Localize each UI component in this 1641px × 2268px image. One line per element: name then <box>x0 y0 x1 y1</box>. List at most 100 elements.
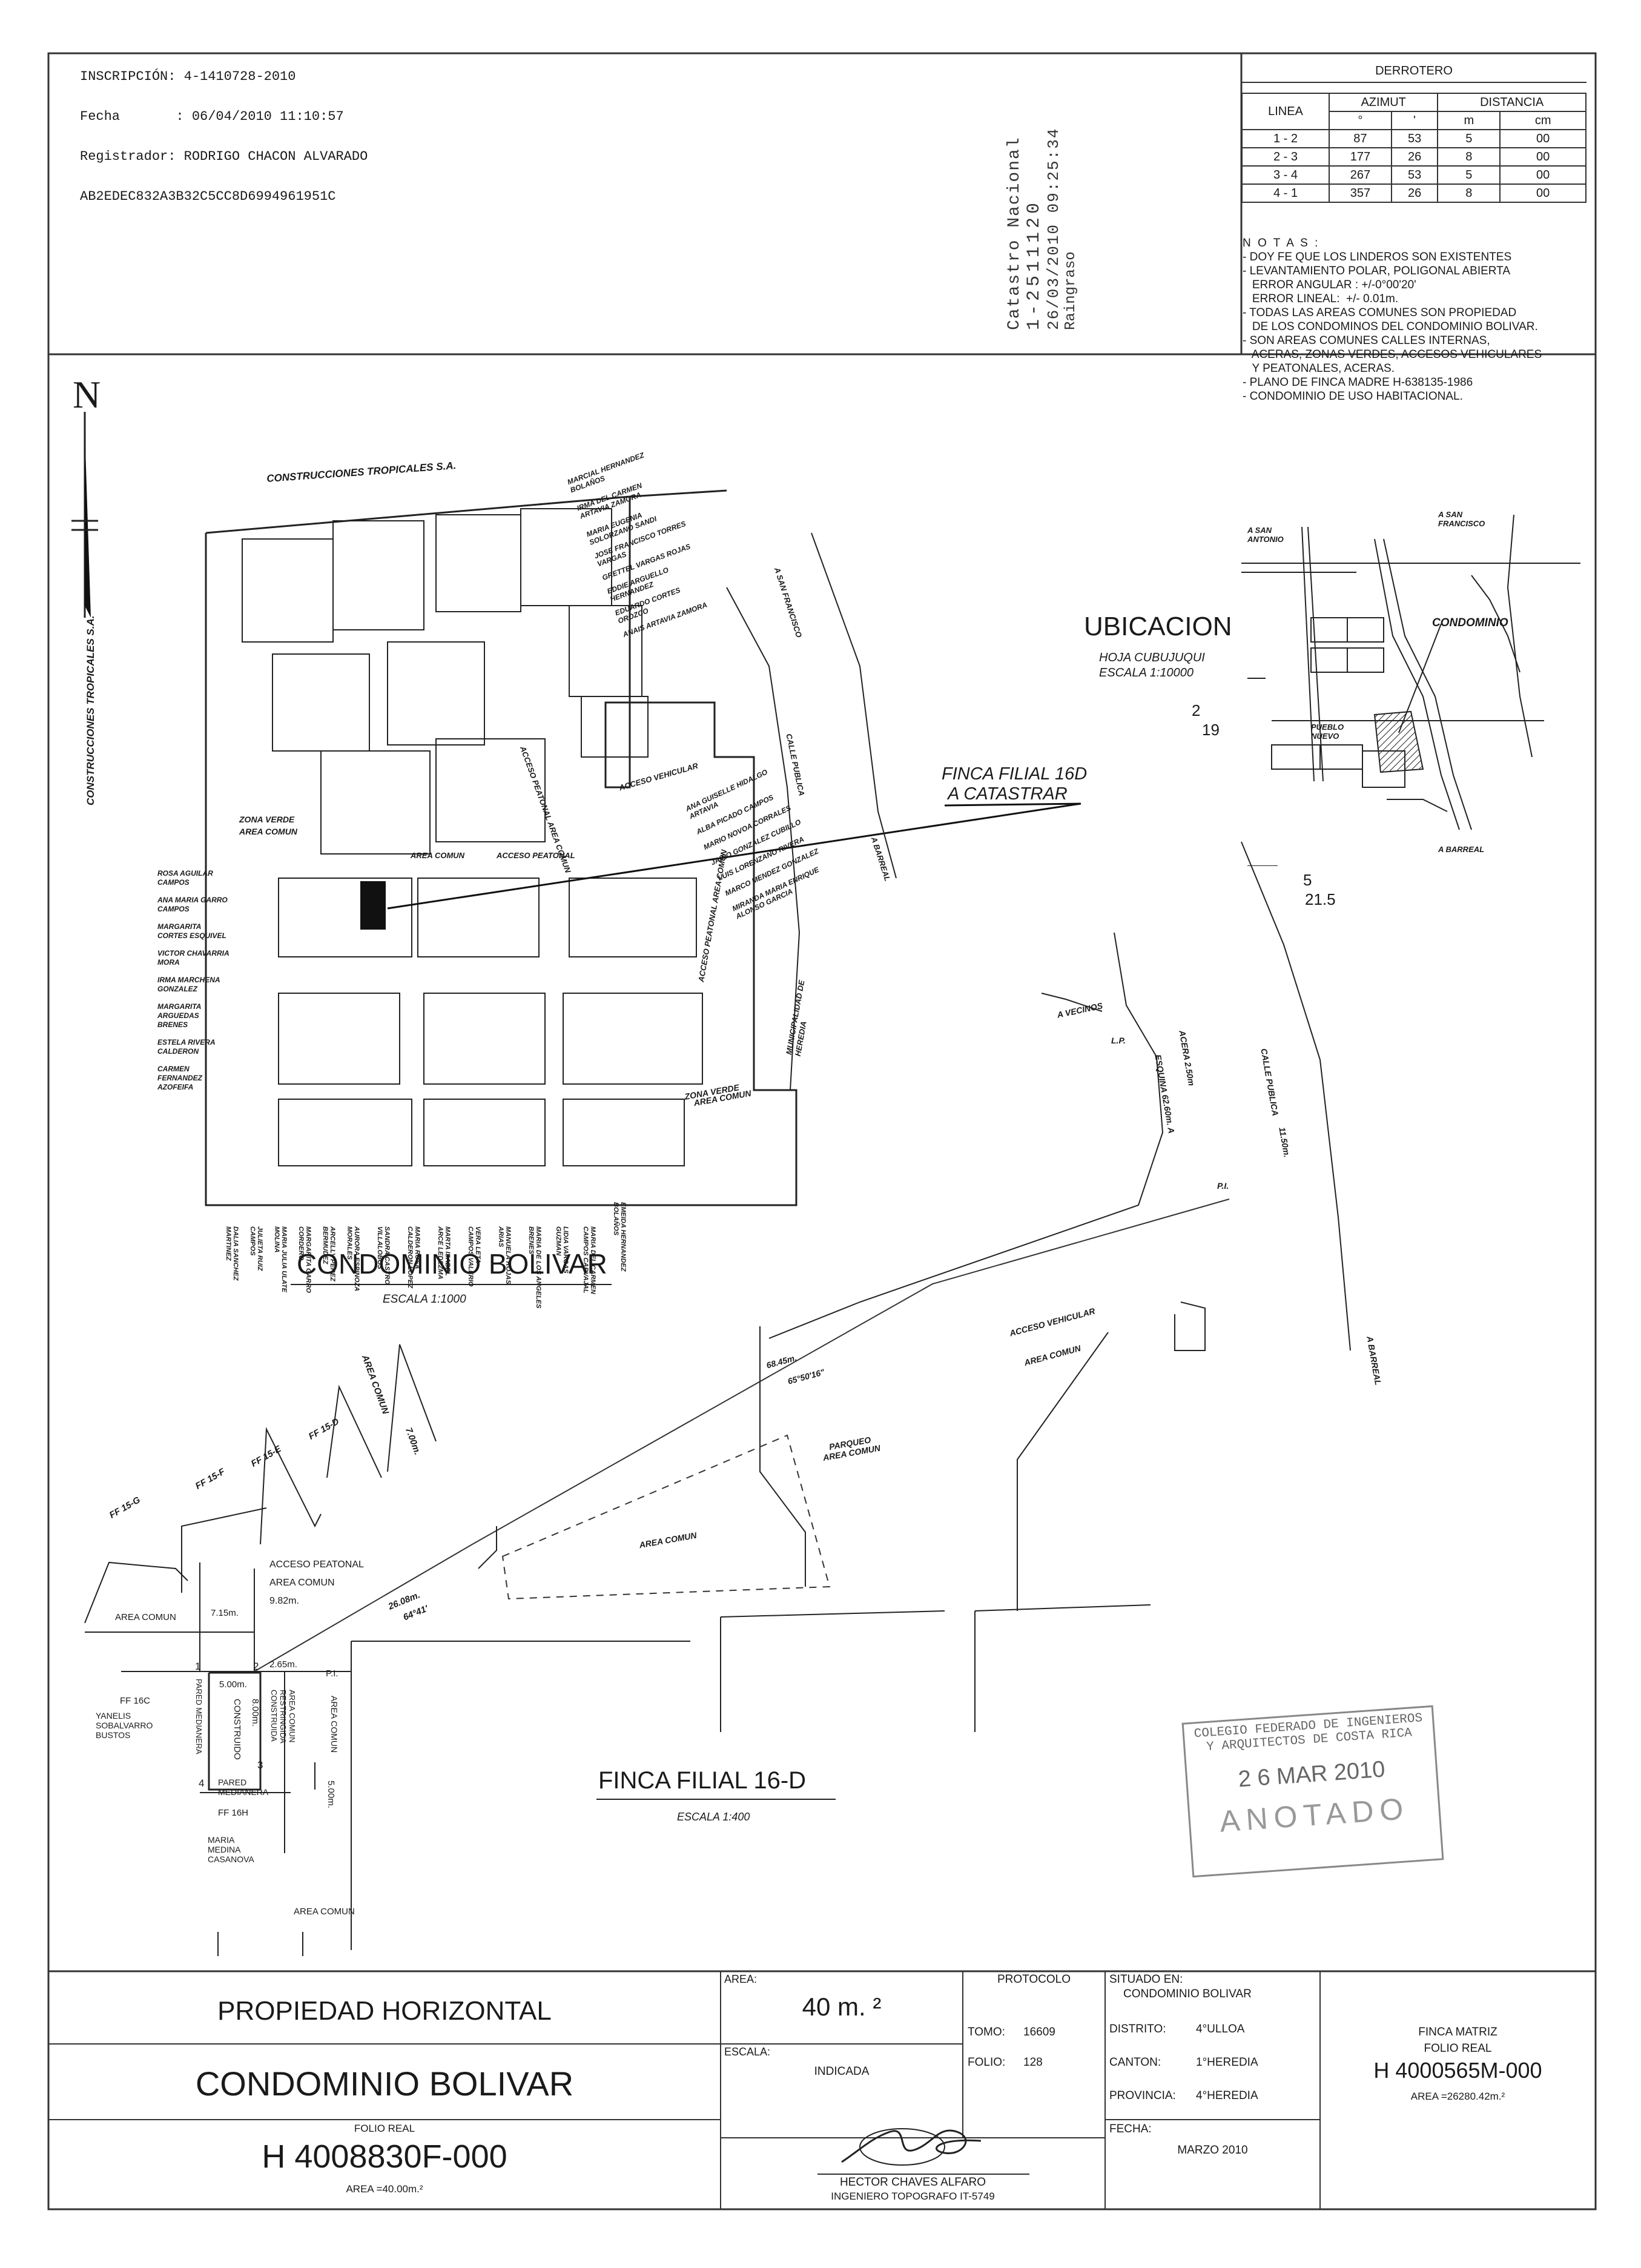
ff16h-label: FF 16H <box>218 1808 249 1818</box>
derrotero-header-linea: LINEA <box>1241 93 1330 130</box>
table-cell: 177 <box>1329 147 1392 167</box>
dist-982: 9.82m. <box>269 1596 299 1606</box>
ubicacion-san-francisco: A SAN FRANCISCO <box>1438 510 1485 528</box>
table-cell: 5 <box>1437 165 1501 185</box>
engineer-signature <box>841 2128 982 2166</box>
derrotero-table-block: DERROTERO LINEA AZIMUT DISTANCIA ° ' m c… <box>1241 61 1587 203</box>
notas-item: - TODAS LAS AREAS COMUNES SON PROPIEDAD <box>1243 306 1517 319</box>
street-lp: L.P. <box>1111 1036 1126 1045</box>
condominio-name: CONDOMINIO BOLIVAR <box>195 2065 574 2103</box>
list-item: ANA MARIA GARRO CAMPOS <box>157 896 228 913</box>
notas-item: Y PEATONALES, ACERAS. <box>1243 362 1395 375</box>
notas-item: ACERAS, ZONAS VERDES, ACCESOS VEHICULARE… <box>1243 348 1542 361</box>
distrito-label: DISTRITO: <box>1109 2023 1166 2035</box>
table-cell: 2 - 3 <box>1241 147 1330 167</box>
ubicacion-escala: ESCALA 1:10000 <box>1099 666 1194 679</box>
area-comun-label: AREA COMUN <box>411 851 465 860</box>
ubicacion-condominio: CONDOMINIO <box>1432 617 1508 629</box>
notas-item: - LEVANTAMIENTO POLAR, POLIGONAL ABIERTA <box>1243 265 1511 277</box>
finca-plan-scale: ESCALA 1:400 <box>677 1811 750 1823</box>
acceso-area-comun: AREA COMUN <box>269 1578 335 1588</box>
derrotero-sub-min: ' <box>1390 111 1439 130</box>
title-underline <box>291 1284 612 1285</box>
ubicacion-san-antonio: A SAN ANTONIO <box>1247 526 1284 544</box>
escala-value: INDICADA <box>814 2065 870 2078</box>
area-comun-bottom: AREA COMUN <box>294 1906 355 1917</box>
tomo-value: 16609 <box>1023 2026 1055 2038</box>
finca-matriz-area: AREA =26280.42m.² <box>1410 2091 1505 2102</box>
registration-inscripcion: INSCRIPCIÓN: 4-1410728-2010 <box>80 69 296 84</box>
acceso-peatonal-finca: ACCESO PEATONAL <box>269 1559 364 1570</box>
notas-block: N O T A S : - DOY FE QUE LOS LINDEROS SO… <box>1243 236 1594 403</box>
dist-500a: 5.00m. <box>219 1679 247 1690</box>
condominio-plan-title: CONDOMINIO BOLIVAR <box>297 1248 607 1280</box>
derrotero-header-distancia: DISTANCIA <box>1437 93 1587 112</box>
derrotero-title: DERROTERO <box>1241 61 1587 83</box>
table-cell: 00 <box>1499 129 1587 148</box>
table-cell: 00 <box>1499 183 1587 203</box>
protocolo-label: PROTOCOLO <box>997 1973 1071 1986</box>
engineer-title: INGENIERO TOPOGRAFO IT-5749 <box>831 2190 995 2202</box>
pared-medianera-2: PARED MEDIANERA <box>218 1777 269 1797</box>
leader-line <box>387 802 1081 910</box>
notas-item: ERROR ANGULAR : +/-0°00'20' <box>1243 279 1416 291</box>
point-3: 3 <box>257 1759 263 1771</box>
table-cell: 26 <box>1390 183 1439 203</box>
ubicacion-title: UBICACION <box>1084 612 1232 641</box>
point-1: 1 <box>195 1661 201 1672</box>
ubicacion-barreal: A BARREAL <box>1438 845 1485 854</box>
table-cell: 4 - 1 <box>1241 183 1330 203</box>
folio-real-label: FOLIO REAL <box>354 2123 415 2134</box>
propiedad-horizontal: PROPIEDAD HORIZONTAL <box>217 1996 552 2026</box>
notas-item: DE LOS CONDOMINOS DEL CONDOMINIO BOLIVAR… <box>1243 320 1538 333</box>
registration-registrador: Registrador: RODRIGO CHACON ALVARADO <box>80 149 368 164</box>
table-cell: 8 <box>1437 183 1501 203</box>
notas-title: N O T A S : <box>1243 237 1320 250</box>
situado-value: CONDOMINIO BOLIVAR <box>1123 1988 1252 2000</box>
situado-label: SITUADO EN: <box>1109 1973 1183 1986</box>
unit-16d-marker <box>360 881 386 930</box>
dist-265: 2.65m. <box>269 1659 297 1670</box>
table-cell: 87 <box>1329 129 1392 148</box>
ubicacion-grid-bottom: 5 <box>1303 871 1312 889</box>
derrotero-sub-cm: cm <box>1499 111 1587 130</box>
ubicacion-grid-top2: 19 <box>1202 721 1220 739</box>
derrotero-sub-deg: ° <box>1329 111 1392 130</box>
notas-item: ERROR LINEAL: +/- 0.01m. <box>1243 293 1399 305</box>
ubicacion-pueblo-nuevo: PUEBLO NUEVO <box>1311 722 1344 741</box>
table-cell: 00 <box>1499 165 1587 185</box>
provincia-value: 4°HEREDIA <box>1196 2089 1258 2102</box>
registration-hash: AB2EDEC832A3B32C5CC8D6994961951C <box>80 189 336 204</box>
unit-blocks <box>242 508 703 1166</box>
table-cell: 5 <box>1437 129 1501 148</box>
table-cell: 53 <box>1390 129 1439 148</box>
tomo-label: TOMO: <box>968 2026 1005 2038</box>
canton-value: 1°HEREDIA <box>1196 2056 1258 2069</box>
folio-label: FOLIO: <box>968 2056 1006 2069</box>
list-item: ROSA AGUILAR CAMPOS <box>157 869 213 887</box>
fecha-label: FECHA: <box>1109 2123 1152 2135</box>
ff16h-owner: MARIA MEDINA CASANOVA <box>208 1835 254 1864</box>
ff16c-owner: YANELIS SOBALVARRO BUSTOS <box>96 1711 153 1740</box>
area-value: 40 m. ² <box>802 1992 882 2021</box>
ubicacion-hoja: HOJA CUBUJUQUI <box>1099 651 1205 664</box>
left-owners-list: ROSA AGUILAR CAMPOS ANA MARIA GARRO CAMP… <box>157 869 230 1100</box>
table-cell: 26 <box>1390 147 1439 167</box>
finca-title-underline <box>596 1799 836 1800</box>
finca-pi: P.I. <box>326 1668 338 1679</box>
table-cell: 00 <box>1499 147 1587 167</box>
table-cell: 267 <box>1329 165 1392 185</box>
folio-area: AREA =40.00m.² <box>346 2183 423 2195</box>
notas-item: - SON AREAS COMUNES CALLES INTERNAS, <box>1243 334 1490 347</box>
acceso-peatonal-label: ACCESO PEATONAL <box>497 851 575 860</box>
notas-item: - PLANO DE FINCA MADRE H-638135-1986 <box>1243 376 1473 389</box>
ubicacion-grid-bottom2: 21.5 <box>1305 890 1336 908</box>
street-pi: P.I. <box>1217 1181 1229 1191</box>
